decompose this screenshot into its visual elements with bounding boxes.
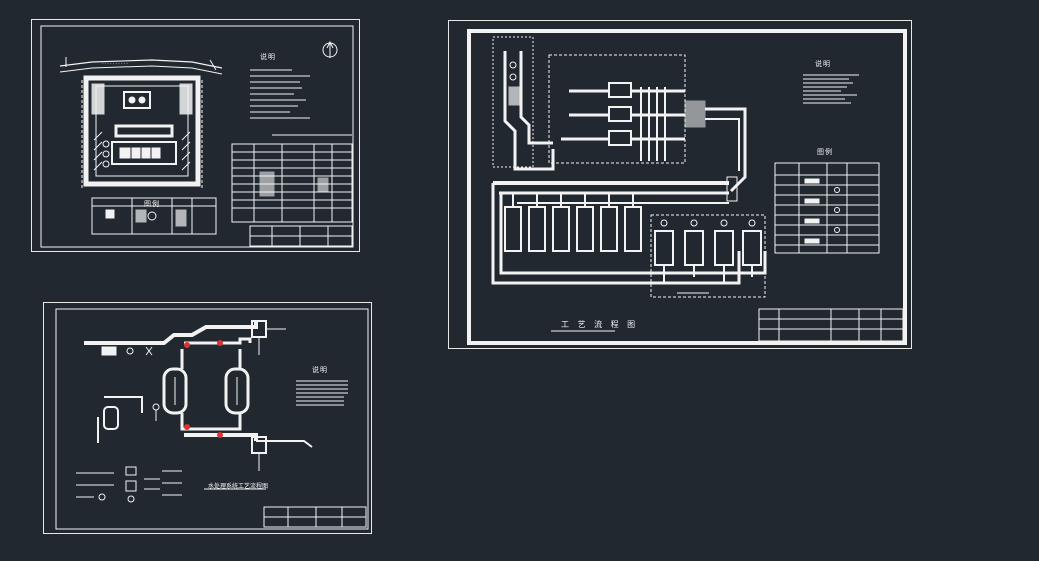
module-4: [576, 206, 594, 252]
relay-1: [608, 82, 632, 98]
equipment-top: [123, 91, 151, 109]
inner-frame: [467, 29, 907, 345]
svg-text:- - - - - - - - - -: - - - - - - - - - -: [102, 61, 128, 66]
inner-frame: [40, 25, 354, 248]
inner-frame: [55, 308, 369, 530]
instrument-1: [654, 230, 674, 266]
drawing-sheet-process-flow[interactable]: 说明 水处理系统工艺流程图: [43, 302, 372, 534]
valve-marker: [184, 342, 190, 348]
filter-vessel-2: [224, 367, 250, 415]
tank-row: [114, 124, 174, 138]
valve-marker: [217, 432, 223, 438]
field-panel: [650, 214, 766, 298]
instrument-2: [684, 230, 704, 266]
module-2: [528, 206, 546, 252]
equipment-table: [231, 143, 353, 223]
instrument-3: [714, 230, 734, 266]
site-plan-graphic: - - - - - - - - - -: [40, 25, 354, 248]
drawing-sheet-site-plan[interactable]: - - - - - - - - - -: [31, 19, 360, 252]
control-diagram-legend-heading: 图例: [817, 148, 833, 156]
drawing-sheet-control-diagram[interactable]: 说明 图例 工 艺 流 程 图: [448, 20, 912, 349]
site-plan-notes-heading: 说明: [260, 53, 276, 61]
road-edge: [59, 59, 223, 69]
junction-box: [726, 176, 738, 202]
module-1: [504, 206, 522, 252]
module-6: [624, 206, 642, 252]
road-edge-2: [59, 65, 223, 75]
valve-marker: [184, 424, 190, 430]
control-diagram-notes-heading: 说明: [815, 60, 831, 68]
site-plan-legend-heading: 图例: [144, 200, 160, 208]
outlet-pipe: [184, 433, 258, 441]
process-flow-caption: 水处理系统工艺流程图: [208, 483, 269, 490]
building-outline: [83, 75, 201, 187]
instrument-4: [742, 230, 762, 266]
relay-2: [608, 106, 632, 122]
inlet-pipe: [84, 321, 258, 345]
dosing-tank: [103, 406, 119, 430]
module-5: [600, 206, 618, 252]
relay-3: [608, 130, 632, 146]
control-diagram-graphic: [467, 29, 907, 345]
terminal-block: [684, 100, 706, 128]
valve-marker: [217, 340, 223, 346]
filter-vessel-1: [162, 367, 188, 415]
module-3: [552, 206, 570, 252]
process-flow-notes-heading: 说明: [312, 366, 328, 374]
control-diagram-caption: 工 艺 流 程 图: [561, 320, 639, 329]
legend-table: [91, 197, 217, 235]
process-flow-graphic: [55, 308, 369, 530]
control-room: [111, 141, 177, 165]
